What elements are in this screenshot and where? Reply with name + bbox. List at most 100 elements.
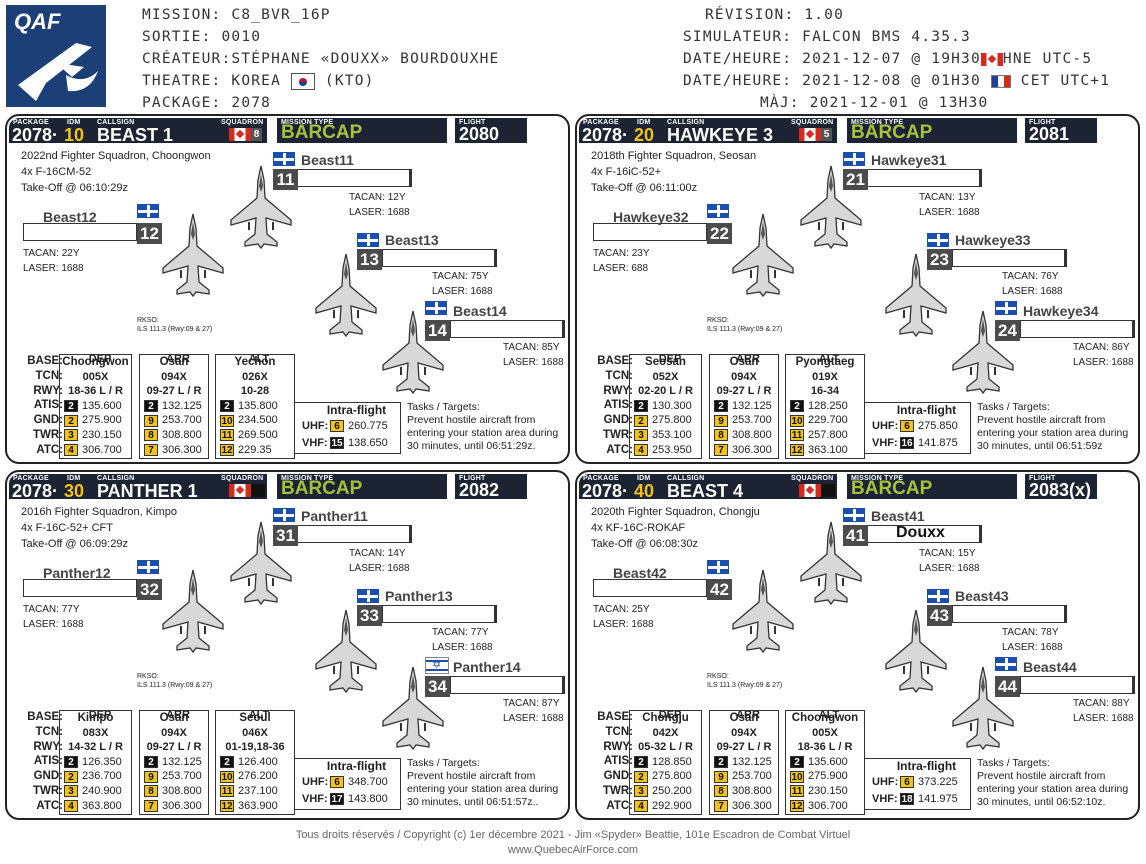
quebec-flag-icon — [843, 152, 865, 166]
mission-header-left: MISSION: C8_BVR_16P SORTIE: 0010 CRÉATEU… — [142, 7, 500, 111]
member-number: 41 — [843, 525, 868, 546]
quebec-flag-icon — [995, 657, 1017, 671]
flight-callsign: BEAST 1 — [97, 125, 174, 145]
copyright-footer: Tous droits réservés / Copyright (c) 1er… — [295, 829, 851, 856]
canada-flag-icon — [980, 52, 1003, 66]
quebec-flag-icon — [843, 508, 865, 522]
f16-aircraft-icon — [797, 164, 865, 250]
squadron-number — [251, 484, 265, 497]
tasks-targets: Tasks / Targets: Prevent hostile aircraf… — [407, 401, 559, 452]
israel-flag-icon — [425, 657, 449, 674]
fleur-de-lis-jet-emblem — [18, 43, 98, 101]
member-number: 23 — [927, 249, 952, 270]
member-callsign: Hawkeye32 — [613, 209, 689, 225]
f16-aircraft-icon — [312, 252, 380, 338]
member-number: 14 — [425, 320, 450, 341]
flight-callsign: PANTHER 1 — [97, 481, 198, 501]
member-number: 43 — [927, 605, 952, 626]
pilot-name-box: Douxx — [867, 524, 982, 543]
tasks-targets: Tasks / Targets: Prevent hostile aircraf… — [407, 757, 559, 808]
quebec-flag-icon — [707, 560, 729, 574]
squadron-number: 5 — [821, 128, 832, 141]
pilot-name-box — [1020, 676, 1135, 694]
quebec-flag-icon — [995, 301, 1017, 315]
pilot-name: Douxx — [896, 524, 945, 541]
member-callsign: Beast42 — [613, 565, 667, 581]
rkso-ils-note: RKSO:ILS 111.3 (Rwy:09 & 27) — [707, 317, 783, 333]
quebec-flag-icon — [707, 204, 729, 218]
quebec-flag-icon — [273, 508, 295, 522]
pilot-name-box — [450, 676, 565, 694]
member-callsign: Hawkeye34 — [1023, 303, 1099, 319]
pilot-name-box — [450, 320, 565, 338]
france-flag-icon — [990, 74, 1011, 88]
f16-aircraft-icon — [312, 608, 380, 694]
member-number: 33 — [357, 605, 382, 626]
member-number: 13 — [357, 249, 382, 270]
member-number: 12 — [137, 223, 162, 244]
pilot-name-box — [297, 525, 412, 543]
airport-row-labels: BASE:TCN:RWY: ATIS:GND:TWR:ATC: — [27, 355, 63, 456]
logo-text: QAF — [14, 9, 61, 34]
flight-card-hawkeye-3: PACKAGE IDM CALLSIGN SQUADRON MISSION TY… — [575, 114, 1140, 464]
member-number: 44 — [995, 676, 1020, 697]
pilot-name-box — [593, 579, 709, 597]
f16-aircraft-icon — [159, 568, 227, 654]
f16-aircraft-icon — [379, 665, 447, 751]
idm-number: 40 — [634, 481, 655, 501]
pilot-name-box — [23, 579, 139, 597]
member-callsign: Hawkeye31 — [871, 152, 947, 168]
tasks-targets: Tasks / Targets: Prevent hostile aircraf… — [977, 401, 1129, 452]
mission-type: BARCAP — [851, 478, 933, 499]
canada-flag-icon — [799, 128, 821, 141]
member-callsign: Beast44 — [1023, 659, 1077, 675]
flight-number: 2082 — [459, 480, 500, 500]
member-callsign: Beast13 — [385, 232, 439, 248]
canada-flag-icon — [799, 484, 821, 497]
airport-row-labels: BASE:TCN:RWY: ATIS:GND:TWR:ATC: — [597, 711, 633, 812]
f16-aircraft-icon — [159, 212, 227, 298]
member-callsign: Beast11 — [301, 152, 354, 168]
member-number: 22 — [707, 223, 732, 244]
member-callsign: Beast41 — [871, 508, 925, 524]
f16-aircraft-icon — [882, 608, 950, 694]
member-callsign: Hawkeye33 — [955, 232, 1031, 248]
member-callsign: Panther13 — [385, 588, 453, 604]
quebec-flag-icon — [425, 301, 447, 315]
pilot-name-box — [1020, 320, 1135, 338]
qaf-logo: QAF — [6, 5, 106, 107]
f16-aircraft-icon — [949, 665, 1017, 751]
flight-callsign: BEAST 4 — [667, 481, 744, 501]
f16-aircraft-icon — [379, 309, 447, 395]
airport-row-labels: BASE:TCN:RWY: ATIS:GND:TWR:ATC: — [27, 711, 63, 812]
quebec-flag-icon — [927, 589, 949, 603]
tasks-targets: Tasks / Targets: Prevent hostile aircraf… — [977, 757, 1129, 808]
member-callsign: Panther11 — [301, 508, 368, 524]
quebec-flag-icon — [357, 233, 379, 247]
flight-number: 2081 — [1029, 124, 1070, 144]
